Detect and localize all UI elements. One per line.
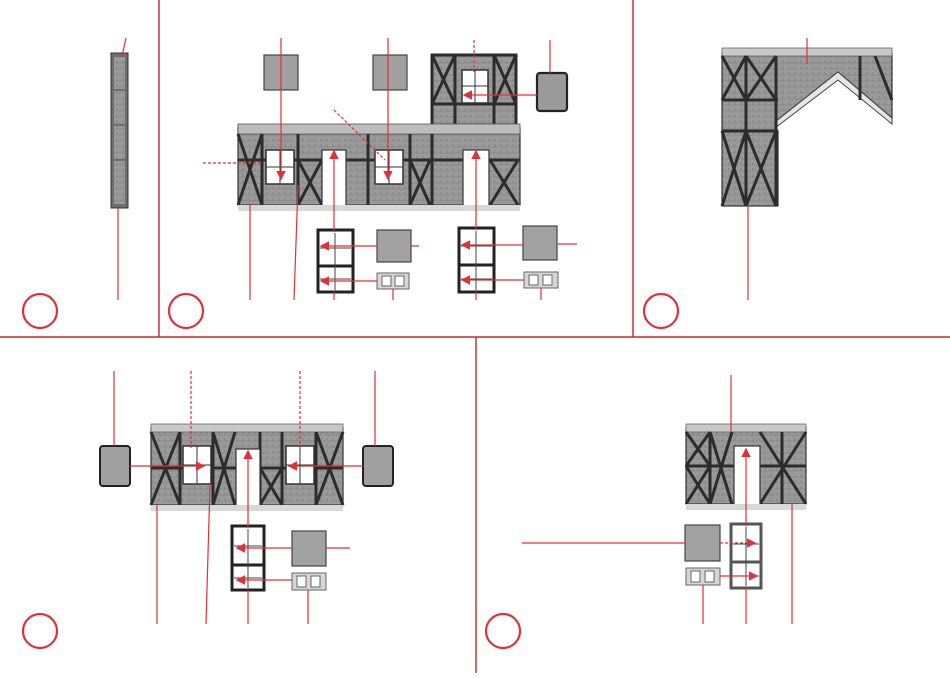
wall-base (238, 205, 520, 211)
glass-pane (100, 446, 130, 486)
wall-cornice (151, 424, 343, 432)
small-pane-pair (377, 273, 409, 289)
glass-pane (292, 531, 326, 566)
glass-pane (523, 226, 557, 260)
strip-inner (114, 57, 125, 204)
wall-base (151, 505, 343, 511)
small-pane-pair (292, 573, 326, 590)
panel-small-facade (522, 375, 806, 624)
glass-pane (685, 525, 720, 561)
glass-pane (363, 446, 393, 486)
door-opening (734, 446, 760, 505)
panel-strip (111, 38, 128, 300)
glass-pane (537, 73, 567, 111)
red-circle-icon (169, 294, 203, 328)
door-frame (459, 228, 494, 292)
panel-main-facade (203, 38, 577, 300)
red-circle-icon (23, 614, 57, 648)
small-pane-pair (686, 568, 720, 585)
door-frame (318, 230, 353, 292)
door-frame (731, 524, 761, 588)
panel-lower-facade (100, 371, 393, 624)
panel-corner-wall (722, 38, 892, 300)
red-circle-icon (23, 294, 57, 328)
wall-cornice (238, 124, 520, 134)
glass-pane (377, 230, 411, 262)
wall-cornice (686, 424, 806, 432)
small-pane-pair (524, 272, 558, 288)
glass-pane (373, 55, 407, 90)
red-circle-icon (644, 294, 678, 328)
red-circle-icon (486, 614, 520, 648)
